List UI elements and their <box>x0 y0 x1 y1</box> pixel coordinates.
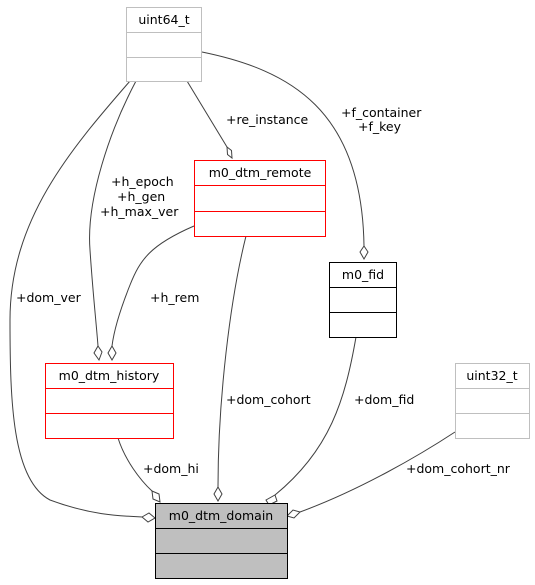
label-dom-hi: +dom_hi <box>143 461 199 476</box>
label-dom-fid: +dom_fid <box>354 392 414 407</box>
edge-dom-ver-diamond <box>141 512 156 523</box>
label-h-rem: +h_rem <box>150 290 199 305</box>
edge-dom-ver <box>9 80 143 518</box>
edge-dom-fid <box>274 336 357 496</box>
label-h-gen: +h_gen <box>117 189 165 204</box>
edge-re-instance-diamond <box>226 145 233 160</box>
edge-dom-cohort <box>217 235 247 488</box>
label-dom-cohort: +dom_cohort <box>226 392 311 407</box>
label-f-key: +f_key <box>358 119 402 134</box>
node-uint64-t[interactable]: uint64_t <box>126 7 202 82</box>
edge-dom-cohort-nr-diamond <box>286 509 301 519</box>
edge-f-container <box>201 51 365 247</box>
edge-f-container-diamond <box>359 245 369 261</box>
edge-re-instance <box>186 80 228 148</box>
label-re-instance: +re_instance <box>226 112 309 127</box>
edge-h-epoch-diamond <box>93 345 103 362</box>
node-uint32-t-frame <box>455 363 530 439</box>
node-m0-dtm-domain[interactable]: m0_dtm_domain <box>155 503 288 579</box>
node-m0-dtm-history[interactable]: m0_dtm_history <box>45 363 174 439</box>
node-m0-fid-frame <box>329 262 397 338</box>
node-m0-dtm-remote-frame <box>194 160 326 237</box>
node-m0-dtm-domain-name: m0_dtm_domain <box>169 508 273 523</box>
label-dom-ver: +dom_ver <box>16 290 82 305</box>
node-uint32-t[interactable]: uint32_t <box>455 363 530 439</box>
edge-dom-hi <box>117 437 153 492</box>
node-m0-fid-name: m0_fid <box>342 267 384 282</box>
node-uint32-t-name: uint32_t <box>466 368 517 383</box>
node-m0-fid[interactable]: m0_fid <box>329 262 397 338</box>
edge-dom-cohort-nr <box>299 431 456 513</box>
label-h-max-ver: +h_max_ver <box>100 204 179 219</box>
node-m0-dtm-remote-name: m0_dtm_remote <box>209 165 312 180</box>
label-dom-cohort-nr: +dom_cohort_nr <box>406 461 511 476</box>
node-m0-dtm-domain-frame <box>155 503 288 579</box>
label-f-container: +f_container <box>341 105 422 120</box>
node-uint64-t-frame <box>126 7 202 82</box>
edge-h-epoch <box>89 80 137 347</box>
node-m0-dtm-history-name: m0_dtm_history <box>59 368 160 383</box>
node-uint64-t-name: uint64_t <box>138 12 189 27</box>
edge-dom-hi-diamond <box>151 490 161 503</box>
edge-h-rem-diamond <box>107 344 117 362</box>
edge-h-rem <box>111 225 195 347</box>
edge-dom-cohort-diamond <box>213 485 223 503</box>
node-m0-dtm-remote[interactable]: m0_dtm_remote <box>194 160 326 237</box>
label-h-epoch: +h_epoch <box>111 174 174 189</box>
node-m0-dtm-history-frame <box>45 363 174 439</box>
